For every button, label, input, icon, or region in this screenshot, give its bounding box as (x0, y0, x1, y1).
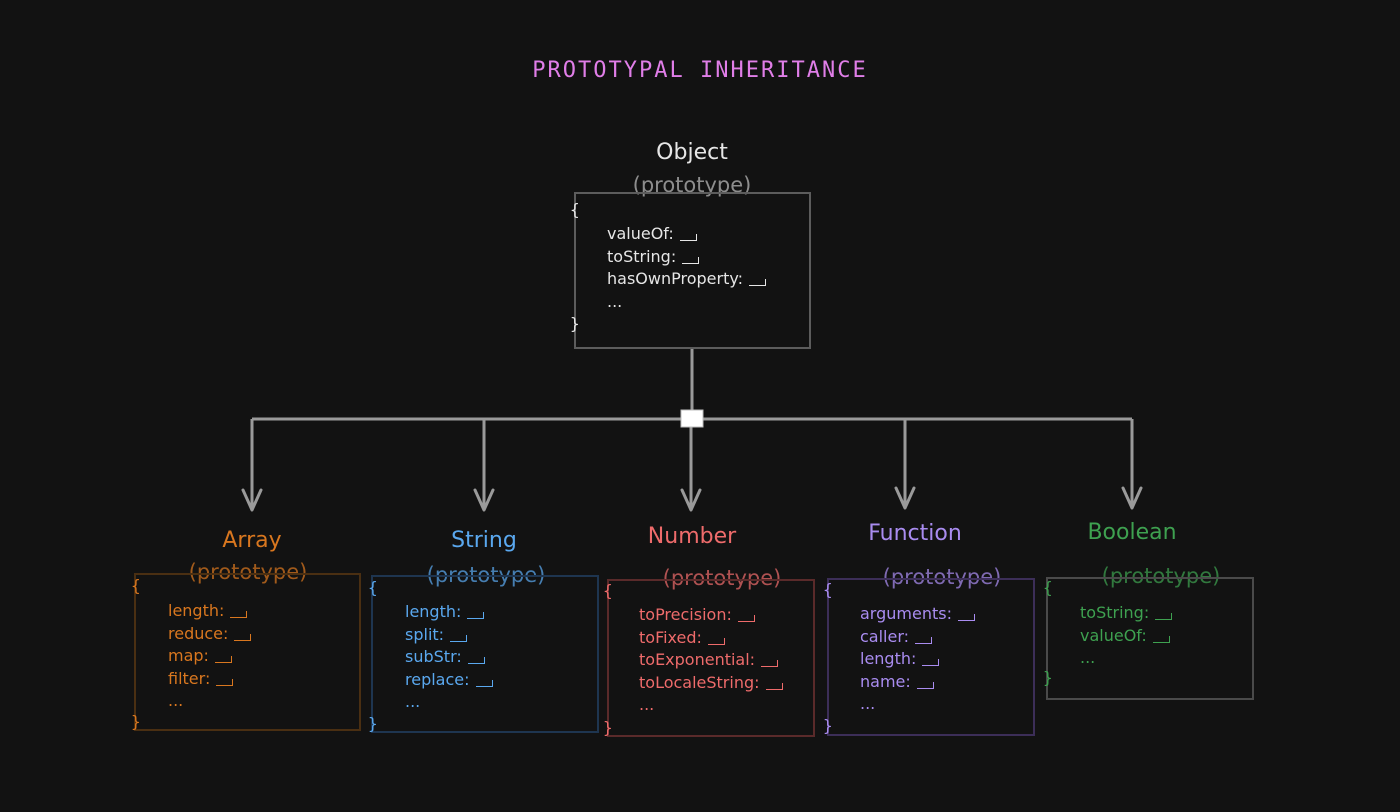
value-placeholder (916, 681, 934, 689)
string-brace-close: } (368, 714, 378, 733)
function-brace-open: { (823, 580, 833, 599)
value-placeholder (922, 659, 940, 666)
function-properties: arguments: caller: length: name: ... (860, 603, 975, 716)
value-placeholder (761, 660, 779, 667)
value-placeholder (915, 636, 933, 644)
value-placeholder (682, 256, 700, 264)
property-item: split: (405, 624, 493, 647)
function-box (827, 578, 1035, 736)
property-item: name: (860, 671, 975, 694)
boolean-subtitle: (prototype) (1101, 564, 1221, 588)
function-brace-close: } (823, 716, 833, 735)
boolean-box (1046, 577, 1254, 700)
arrow-function-head (894, 486, 916, 510)
property-item: filter: (168, 668, 251, 691)
array-name: Array (222, 528, 282, 553)
number-subtitle: (prototype) (662, 566, 782, 590)
array-brace-open: { (131, 576, 141, 595)
boolean-name: Boolean (1087, 520, 1177, 545)
string-box (371, 575, 599, 733)
property-item: toString: (1080, 602, 1173, 625)
array-properties: length: reduce: map: filter: ... (168, 600, 252, 713)
value-placeholder (214, 656, 232, 663)
function-subtitle: (prototype) (882, 565, 1002, 589)
boolean-properties: toString: valueOf: ... (1080, 602, 1173, 670)
junction-node (680, 409, 704, 428)
number-brace-close: } (603, 718, 613, 737)
property-item: ... (860, 694, 876, 713)
string-brace-open: { (368, 578, 378, 597)
property-item: length: (405, 601, 493, 624)
value-placeholder (765, 682, 783, 690)
value-placeholder (1152, 635, 1170, 643)
property-item: ... (405, 692, 421, 711)
property-item: toPrecision: (639, 604, 783, 627)
function-name: Function (868, 521, 962, 546)
object-name: Object (656, 140, 728, 165)
number-brace-open: { (603, 581, 613, 600)
arrow-string-head (473, 488, 495, 512)
diagram-title: PROTOTYPAL INHERITANCE (532, 58, 868, 83)
number-properties: toPrecision: toFixed: toExponential: toL… (639, 604, 783, 717)
value-placeholder (1155, 613, 1173, 620)
property-item: ... (168, 691, 184, 710)
arrow-boolean-head (1121, 486, 1143, 510)
value-placeholder (707, 637, 725, 645)
property-item: valueOf: (607, 223, 766, 246)
array-brace-close: } (131, 712, 141, 731)
boolean-brace-open: { (1043, 578, 1053, 597)
object-properties: valueOf: toString: hasOwnProperty: ... (607, 223, 767, 313)
property-item: subStr: (405, 646, 493, 669)
property-item: length: (860, 648, 975, 671)
property-item: toLocaleString: (639, 672, 783, 695)
value-placeholder (467, 657, 485, 664)
value-placeholder (230, 611, 248, 618)
property-item: valueOf: (1080, 625, 1172, 648)
value-placeholder (679, 234, 697, 241)
string-name: String (451, 528, 517, 553)
value-placeholder (216, 678, 234, 686)
array-subtitle: (prototype) (188, 560, 308, 584)
value-placeholder (957, 614, 975, 621)
property-item: map: (168, 645, 251, 668)
property-item: toString: (607, 246, 766, 269)
array-box (134, 573, 361, 731)
property-item: reduce: (168, 623, 252, 646)
property-item: length: (168, 600, 251, 623)
property-item: replace: (405, 669, 493, 692)
string-properties: length: split: subStr: replace: ... (405, 601, 493, 714)
arrow-array-head (241, 488, 263, 512)
value-placeholder (749, 279, 767, 286)
number-name: Number (647, 524, 737, 549)
property-item: ... (1080, 648, 1096, 667)
value-placeholder (737, 615, 755, 622)
property-item: ... (607, 291, 623, 311)
value-placeholder (467, 612, 485, 619)
value-placeholder (234, 633, 252, 641)
number-box (607, 579, 815, 737)
property-item: arguments: (860, 603, 975, 626)
property-item: toExponential: (639, 649, 783, 672)
object-brace-open: { (570, 200, 580, 219)
object-brace-close: } (570, 314, 580, 333)
arrow-number-head (680, 488, 702, 512)
value-placeholder (450, 634, 468, 642)
property-item: hasOwnProperty: (607, 268, 767, 291)
boolean-brace-close: } (1043, 668, 1053, 687)
property-item: caller: (860, 626, 975, 649)
property-item: toFixed: (639, 627, 783, 650)
value-placeholder (475, 679, 493, 687)
property-item: ... (639, 695, 655, 714)
object-box (574, 192, 811, 349)
